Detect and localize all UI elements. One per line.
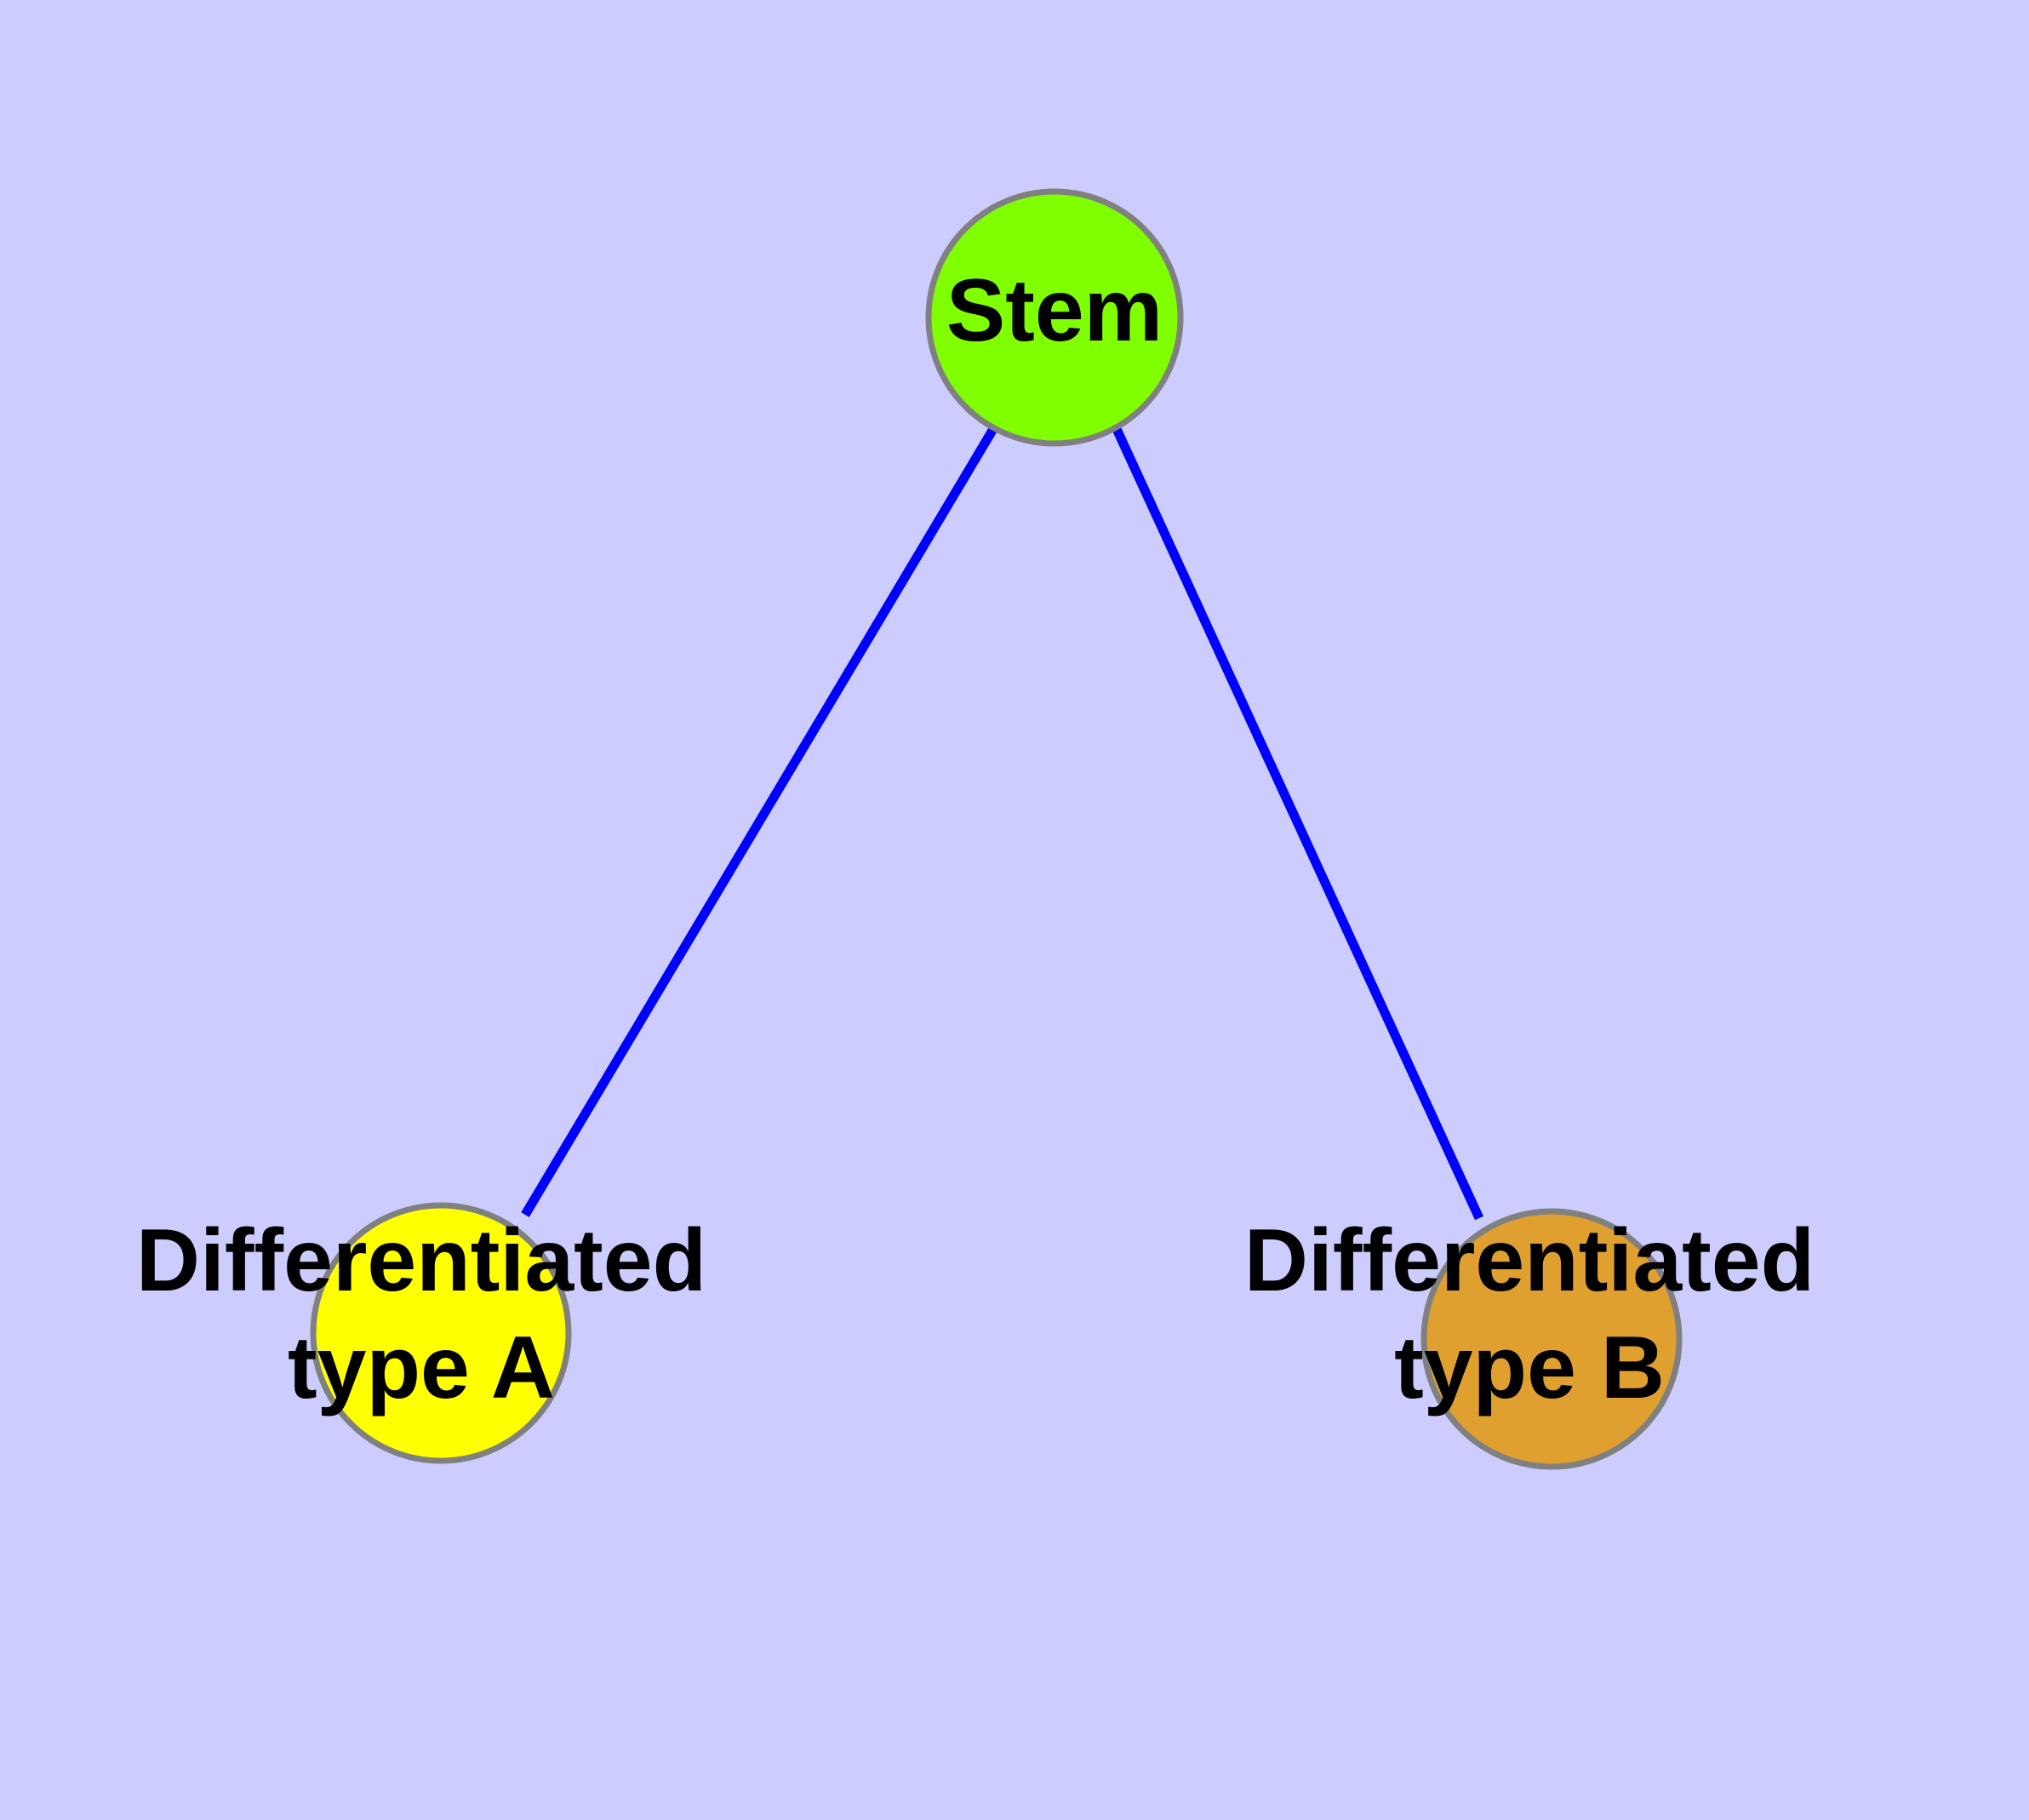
graph-edge-stem-to-diff-b [1112, 426, 1483, 1221]
graph-node-diff_a[interactable] [310, 1202, 572, 1464]
label-line: Differentiated [1244, 1211, 1815, 1310]
label-line: Stem [946, 261, 1163, 360]
label-line: type B [1394, 1319, 1665, 1417]
graph-node-diff_b[interactable] [1420, 1208, 1683, 1470]
label-line: type A [288, 1319, 555, 1417]
nodes-layer [310, 188, 1683, 1470]
graph-node-label-stem: Stem [946, 261, 1163, 360]
graph-node-stem[interactable] [925, 188, 1184, 447]
graph-edge-stem-to-diff-a [521, 426, 997, 1217]
label-line: Differentiated [136, 1211, 706, 1310]
edges-layer [521, 426, 1483, 1221]
